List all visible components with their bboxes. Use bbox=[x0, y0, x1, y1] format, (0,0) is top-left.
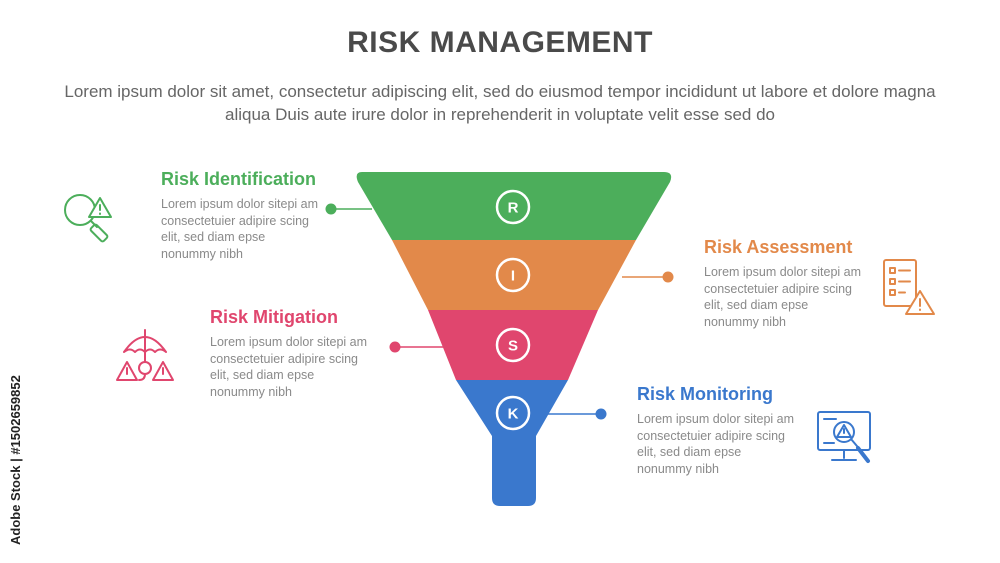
monitor-warning-icon bbox=[817, 411, 871, 463]
letter-i: I bbox=[511, 268, 515, 285]
stock-watermark: Adobe Stock | #1502659852 bbox=[8, 375, 23, 545]
letter-r: R bbox=[508, 200, 519, 217]
page-subtitle: Lorem ipsum dolor sit amet, consectetur … bbox=[64, 82, 936, 124]
checklist-warning-icon bbox=[883, 259, 935, 315]
circle-r: R bbox=[495, 189, 531, 225]
stage-description: Lorem ipsum dolor sitepi am consectetuie… bbox=[637, 412, 795, 476]
connector-identification bbox=[325, 203, 372, 215]
stage-title: Risk Monitoring bbox=[637, 384, 773, 404]
letter-k: K bbox=[508, 406, 519, 423]
umbrella-warning-icon bbox=[116, 329, 174, 381]
stage-description: Lorem ipsum dolor sitepi am consectetuie… bbox=[210, 335, 368, 399]
connector-assessment bbox=[622, 271, 674, 283]
letter-s: S bbox=[508, 338, 518, 355]
stage-title: Risk Assessment bbox=[704, 237, 853, 257]
circle-i: I bbox=[495, 257, 531, 293]
stage-assessment: Risk Assessment Lorem ipsum dolor sitepi… bbox=[704, 237, 864, 330]
stage-title: Risk Identification bbox=[161, 169, 317, 189]
funnel-segment-i bbox=[392, 240, 636, 310]
funnel-segment-s bbox=[428, 310, 598, 380]
stage-monitoring: Risk Monitoring Lorem ipsum dolor sitepi… bbox=[637, 384, 797, 477]
stage-description: Lorem ipsum dolor sitepi am consectetuie… bbox=[161, 197, 319, 261]
stage-description: Lorem ipsum dolor sitepi am consectetuie… bbox=[704, 265, 862, 329]
stage-mitigation: Risk Mitigation Lorem ipsum dolor sitepi… bbox=[210, 307, 370, 400]
connector-mitigation bbox=[389, 341, 443, 353]
magnifier-warning-icon bbox=[64, 194, 112, 243]
funnel-segment-k bbox=[456, 380, 568, 506]
funnel-segment-r bbox=[356, 172, 672, 240]
stage-identification: Risk Identification Lorem ipsum dolor si… bbox=[161, 169, 321, 262]
circle-s: S bbox=[495, 327, 531, 363]
page-title: RISK MANAGEMENT bbox=[347, 26, 653, 59]
connector-monitoring bbox=[548, 408, 607, 420]
stage-title: Risk Mitigation bbox=[210, 307, 339, 327]
circle-k: K bbox=[495, 395, 531, 431]
